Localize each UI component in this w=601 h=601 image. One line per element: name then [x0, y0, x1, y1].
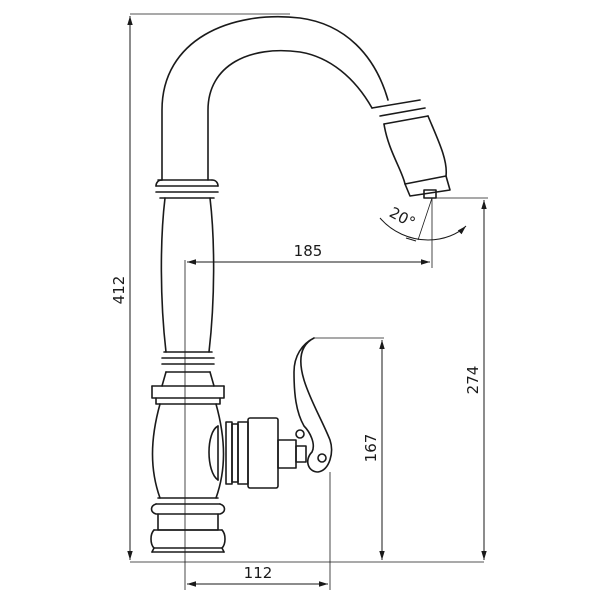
dim-spout-reach-label: 185	[294, 242, 323, 260]
lever-screw	[295, 429, 305, 439]
dim-spray-angle-label: 20°	[386, 203, 418, 231]
body-top-rings	[151, 385, 225, 405]
dim-base-to-lever: 112	[187, 564, 328, 587]
dim-base-to-lever-label: 112	[244, 564, 273, 582]
valve-body-left	[151, 403, 161, 499]
spout-head-rings	[371, 99, 429, 125]
column-mid-collar	[161, 351, 215, 387]
base-rings	[150, 497, 226, 553]
dim-lever-height-label: 167	[362, 434, 380, 463]
lever-pivot	[317, 453, 327, 463]
spout-gooseneck	[161, 16, 389, 181]
dim-overall-height-label: 412	[110, 276, 128, 305]
extension-lines	[130, 13, 488, 590]
spray-outlet	[423, 189, 437, 199]
column-upper-collar	[155, 179, 219, 199]
valve-body-right	[215, 403, 225, 499]
dim-lever-height: 167	[362, 340, 385, 560]
lever-handle	[293, 337, 333, 473]
dim-spray-angle: 20°	[379, 197, 467, 242]
faucet-outline	[150, 16, 451, 553]
column-shaft-right	[208, 197, 215, 353]
spray-head	[383, 115, 448, 185]
lever-housing	[208, 417, 307, 489]
spray-head-nozzle	[404, 175, 451, 197]
dim-overall-height: 412	[110, 16, 133, 560]
dim-spout-reach: 185	[187, 242, 430, 265]
dim-spout-height: 274	[464, 200, 487, 560]
dim-spout-height-label: 274	[464, 366, 482, 395]
spout-gooseneck-inner	[207, 49, 373, 181]
column-shaft-left	[160, 197, 167, 353]
